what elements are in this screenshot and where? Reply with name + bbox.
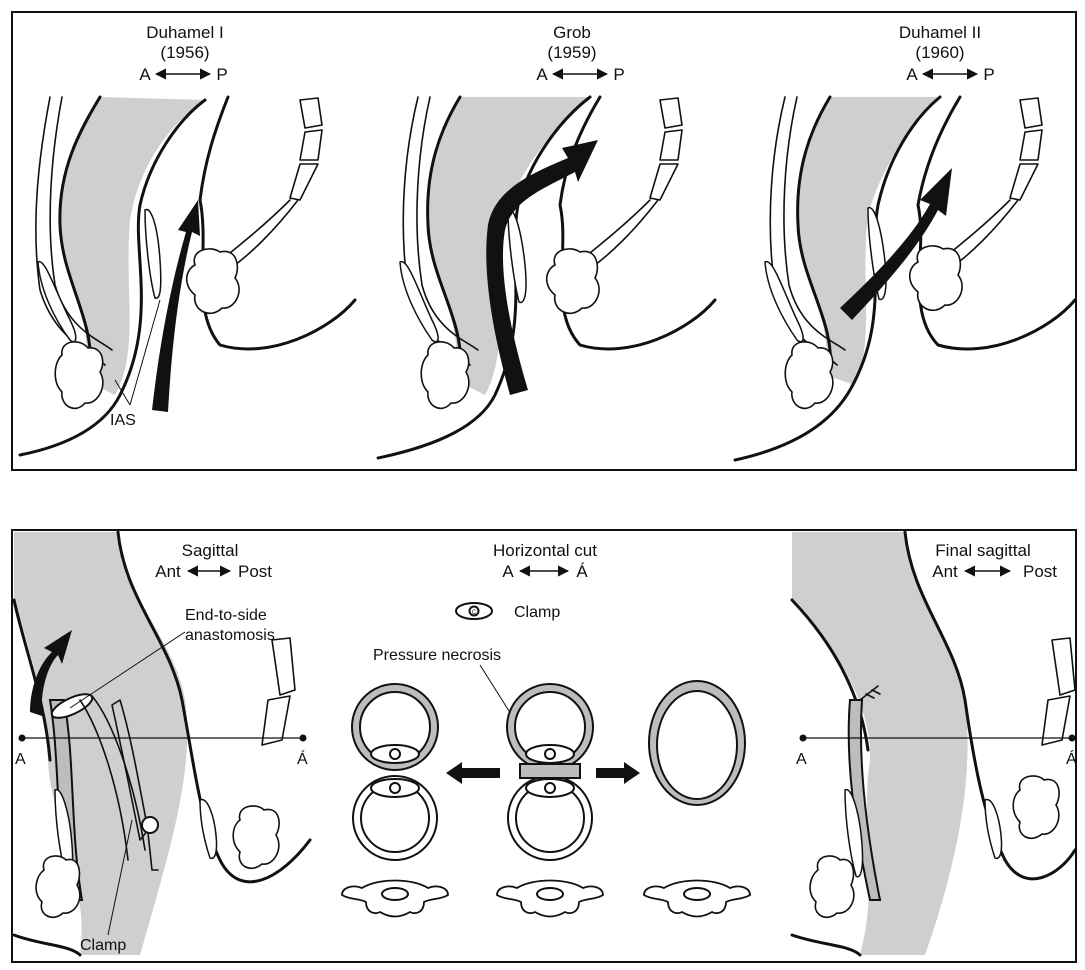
duhamel-ii-muscle-a — [765, 262, 803, 342]
duhamel-i-posterior-wall — [200, 97, 355, 349]
duhamel-i-pullthrough-arrow — [152, 200, 200, 412]
duhamel-i-title: Duhamel I — [146, 23, 223, 42]
duhamel-ii-title: Duhamel II — [899, 23, 981, 42]
clamp-center-lower-center — [545, 783, 555, 793]
pressure-necrosis-zone — [520, 764, 580, 778]
duhamel-ii-diagram: Duhamel II (1960) A P — [735, 23, 1075, 460]
sagittal-stool-anterior — [36, 856, 80, 917]
duhamel-i-ias-label: IAS — [110, 412, 136, 429]
duhamel-ii-coccyx — [1010, 98, 1042, 200]
grob-coccyx — [650, 98, 682, 200]
end-to-side-label-2: anastomosis — [185, 627, 275, 644]
duhamel-ii-p: P — [983, 65, 994, 84]
duhamel-i-coccyx — [290, 98, 322, 200]
horizontal-cut-diagram: Horizontal cut A Á C Clamp Pressure necr… — [342, 541, 750, 917]
duhamel-i-muscle-b — [145, 210, 161, 299]
duhamel-i-p: P — [216, 65, 227, 84]
final-sagittal-title: Final sagittal — [935, 541, 1030, 560]
sagittal-title: Sagittal — [182, 541, 239, 560]
grob-p: P — [613, 65, 624, 84]
horizontal-cut-a-prime: Á — [576, 562, 588, 581]
grob-diagram: Grob (1959) A P — [378, 23, 715, 458]
clamp-left-upper-center — [390, 749, 400, 759]
duhamel-ii-stool-anterior — [785, 342, 833, 409]
final-sagittal-ant: Ant — [932, 562, 958, 581]
final-a-prime-label: Á — [1066, 749, 1077, 768]
grob-title: Grob — [553, 23, 591, 42]
grob-muscle-a — [400, 262, 438, 342]
final-stool-posterior — [1013, 776, 1059, 838]
duhamel-ii-stool-posterior — [910, 246, 962, 310]
vertebra-right-canal — [684, 888, 710, 900]
final-sagittal-post: Post — [1023, 562, 1057, 581]
grob-ligament-b — [588, 200, 658, 270]
sagittal-diagram: Sagittal Ant Post A Á End-to-sid — [14, 532, 310, 955]
sagittal-post: Post — [238, 562, 272, 581]
rings-left — [352, 684, 438, 860]
sagittal-coccyx — [262, 638, 295, 745]
clamp-center-upper-center — [545, 749, 555, 759]
grob-stool-anterior — [421, 342, 469, 409]
duhamel-ii-year: (1960) — [915, 43, 964, 62]
rings-center — [507, 684, 593, 860]
clamp-legend-label: Clamp — [514, 604, 560, 621]
duhamel-ii-posterior-wall — [918, 97, 1075, 349]
vertebra-left-canal — [382, 888, 408, 900]
arrow-right — [596, 762, 640, 784]
duhamel-i-ligament-b — [228, 200, 298, 270]
duhamel-i-stool-anterior — [55, 342, 103, 409]
horizontal-cut-title: Horizontal cut — [493, 541, 597, 560]
sagittal-muscle-b — [200, 799, 217, 858]
sagittal-a-label: A — [15, 751, 26, 768]
duhamel-i-a: A — [139, 65, 151, 84]
final-muscle-b — [985, 799, 1002, 858]
horizontal-cut-a: A — [502, 562, 514, 581]
sagittal-clamp-hinge — [142, 817, 158, 833]
ring-right-merged — [649, 681, 745, 805]
sagittal-base-curve — [14, 935, 80, 955]
grob-posterior-wall — [560, 97, 715, 349]
final-sagittal-diagram: Final sagittal Ant Post A Á — [792, 532, 1077, 955]
clamp-legend-letter: C — [472, 610, 477, 616]
sagittal-a-prime-label: Á — [297, 749, 308, 768]
duhamel-ii-a: A — [906, 65, 918, 84]
end-to-side-label-1: End-to-side — [185, 607, 267, 624]
pressure-necrosis-label: Pressure necrosis — [373, 647, 501, 664]
sagittal-stool-posterior — [233, 806, 279, 868]
duhamel-i-year: (1956) — [160, 43, 209, 62]
final-coccyx — [1042, 638, 1075, 745]
ring-right-lumen — [657, 691, 737, 799]
grob-muscle-b — [508, 210, 526, 303]
final-a-label: A — [796, 751, 807, 768]
grob-year: (1959) — [547, 43, 596, 62]
clamp-legend: C Clamp — [456, 603, 560, 621]
final-stool-anterior — [810, 856, 854, 917]
final-base-curve — [792, 935, 860, 955]
duhamel-i-stool-posterior — [187, 249, 239, 313]
grob-stool-posterior — [547, 249, 599, 313]
sagittal-clamp-label: Clamp — [80, 937, 126, 954]
arrow-left — [446, 762, 500, 784]
duhamel-i-diagram: Duhamel I (1956) A P IAS — [20, 23, 355, 455]
clamp-left-lower-center — [390, 783, 400, 793]
sagittal-ant: Ant — [155, 562, 181, 581]
vertebra-center-canal — [537, 888, 563, 900]
grob-a: A — [536, 65, 548, 84]
